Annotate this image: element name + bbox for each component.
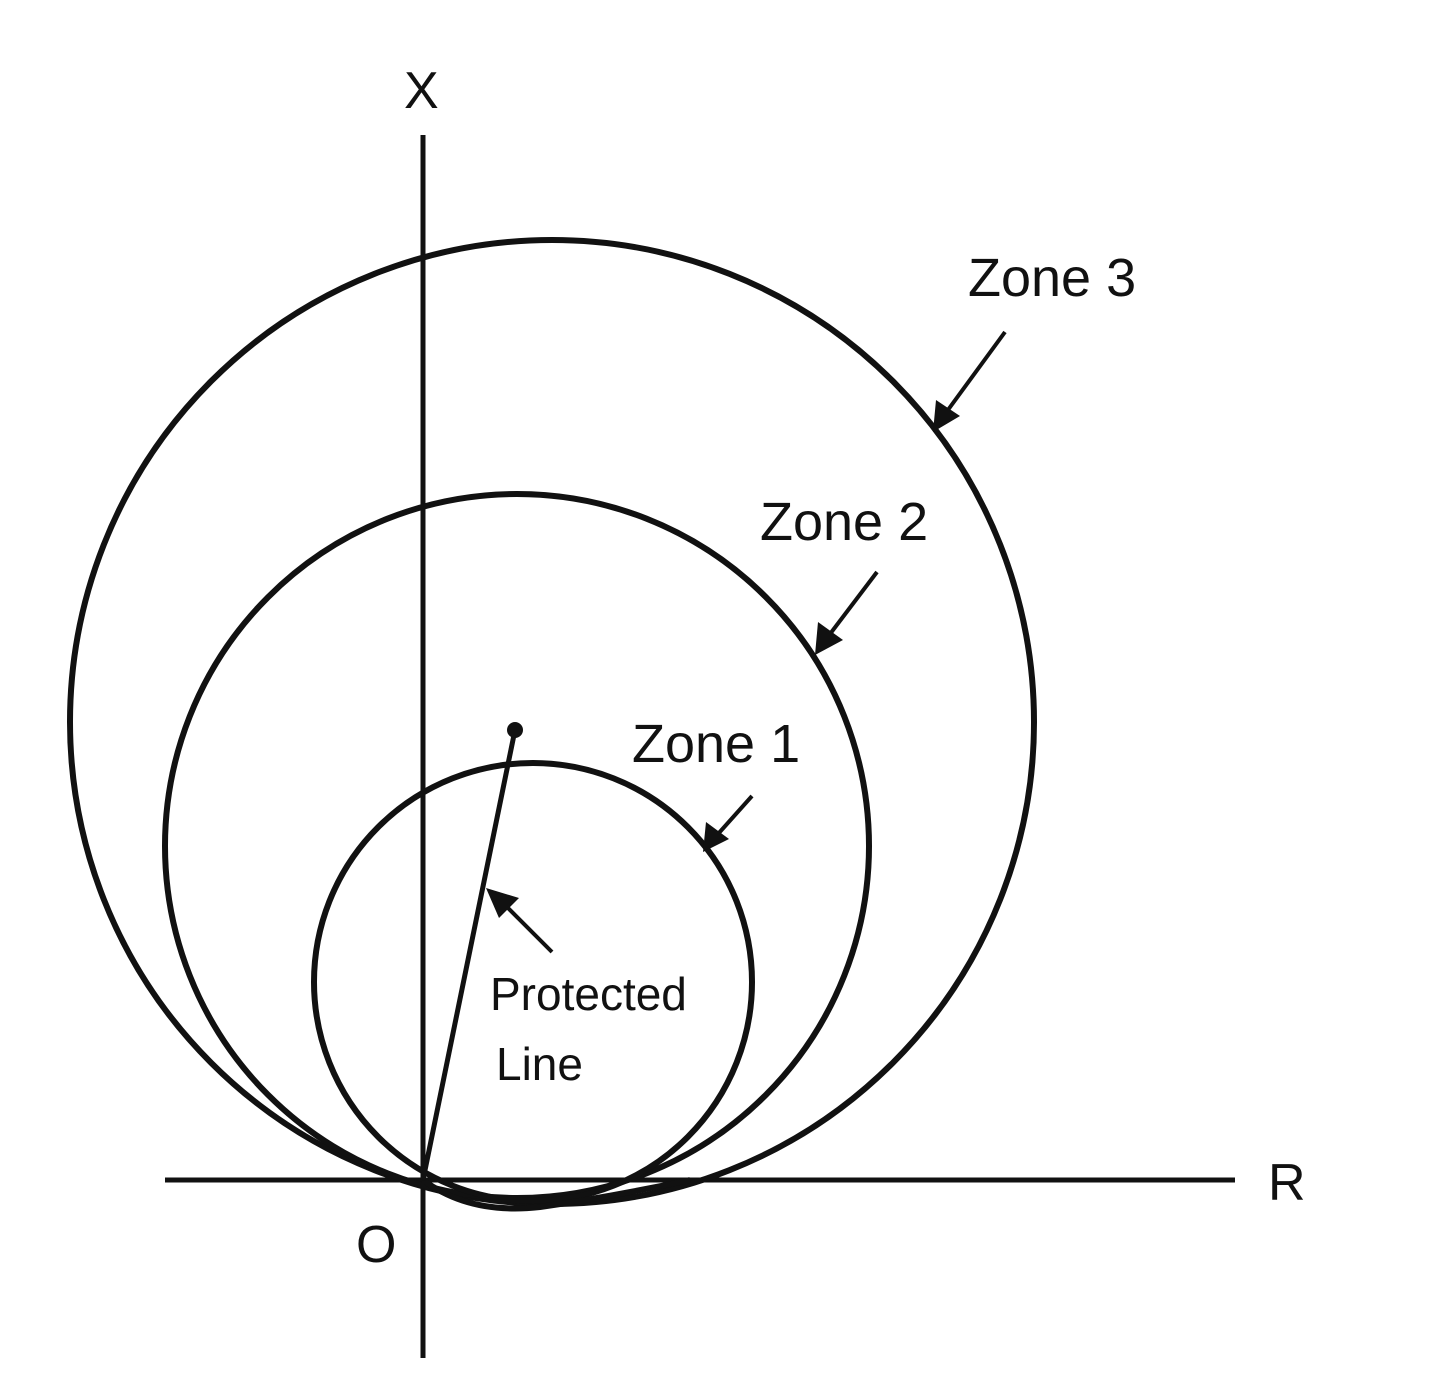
- zone-1-pointer: [703, 794, 754, 852]
- zone-3-pointer: [933, 330, 1007, 432]
- protected-line: [420, 729, 518, 1181]
- zone-2-label: Zone 2: [760, 492, 928, 552]
- protected-line-label-line1: Protected: [490, 968, 687, 1020]
- protected-line-label-line2: Line: [496, 1038, 583, 1090]
- r-axis-label: R: [1268, 1154, 1306, 1212]
- zone-1-label: Zone 1: [632, 714, 800, 774]
- zone-3-label: Zone 3: [968, 248, 1136, 308]
- protected-line-end-dot: [507, 722, 523, 738]
- zone-2-pointer: [815, 570, 879, 655]
- characteristic-lower-loop: [421, 1177, 691, 1212]
- zone-2-circle: [162, 491, 872, 1201]
- protected-line-pointer: [486, 888, 554, 954]
- origin-label: O: [356, 1216, 396, 1274]
- x-axis-label: X: [404, 62, 439, 120]
- zone-1-circle: [311, 760, 755, 1204]
